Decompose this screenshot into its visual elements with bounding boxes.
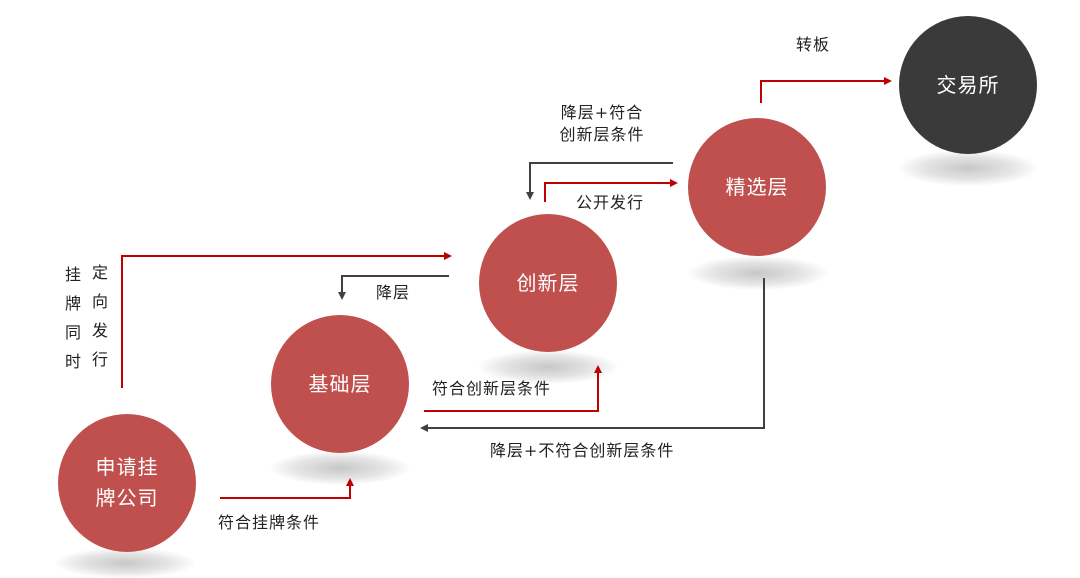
- label-listing-col1: 挂牌同时: [64, 265, 81, 371]
- label-listing-conditions: 符合挂牌条件: [218, 513, 321, 532]
- label-downgrade-meet-line1: 降层+符合: [560, 103, 644, 122]
- node-shadow: [55, 548, 195, 578]
- arrow-innovation-to-base: [338, 275, 449, 300]
- node-innovation: 创新层: [479, 214, 617, 352]
- node-shadow: [688, 256, 828, 290]
- node-base: 基础层: [271, 315, 409, 453]
- label-public-issue: 公开发行: [576, 193, 645, 212]
- node-shadow: [898, 150, 1038, 186]
- label-transfer: 转板: [796, 35, 831, 54]
- label-downgrade: 降层: [376, 283, 411, 302]
- node-select: 精选层: [688, 118, 826, 256]
- arrow-select-to-innovation: [526, 162, 673, 200]
- arrow-innovation-to-select: [544, 179, 678, 202]
- node-shadow: [270, 451, 410, 485]
- arrow-apply-to-base: [220, 478, 354, 499]
- arrow-select-to-base: [420, 278, 765, 432]
- node-exchange: 交易所: [899, 16, 1037, 154]
- node-apply: 申请挂 牌公司: [58, 414, 196, 552]
- label-downgrade-not-meet: 降层+不符合创新层条件: [490, 441, 675, 460]
- label-listing-col2: 定向发行: [91, 263, 108, 369]
- arrow-select-to-exchange: [760, 77, 892, 103]
- label-downgrade-meet: 降层+符合 创新层条件: [544, 102, 660, 147]
- arrow-apply-to-innovation: [121, 252, 452, 388]
- arrow-base-to-innovation: [424, 365, 602, 412]
- label-downgrade-meet-line2: 创新层条件: [559, 125, 645, 145]
- label-innovation-conditions: 符合创新层条件: [432, 379, 552, 398]
